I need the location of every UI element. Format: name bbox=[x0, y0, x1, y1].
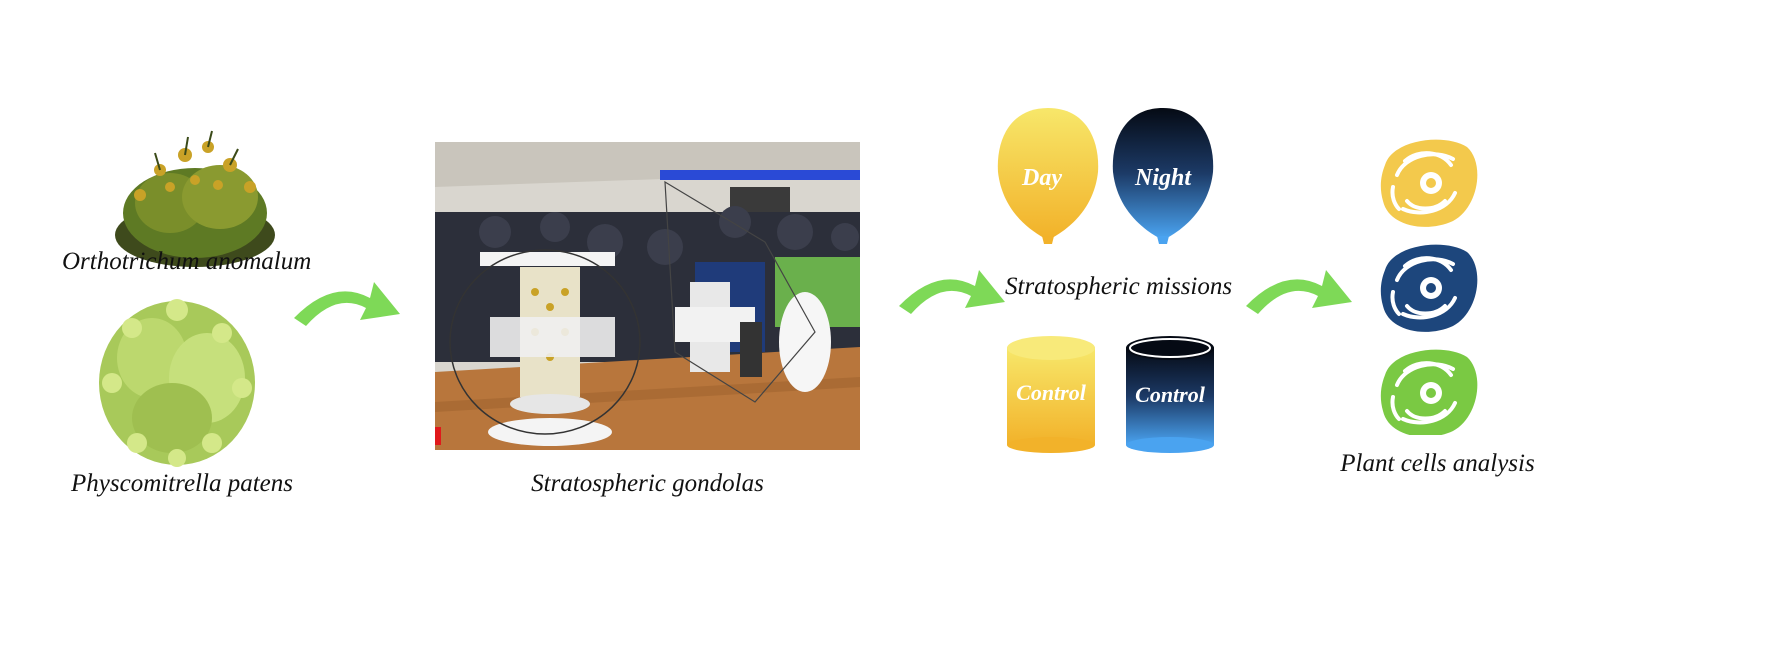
control-day-cylinder: Control bbox=[1007, 336, 1095, 453]
missions-caption: Stratospheric missions bbox=[1005, 273, 1230, 301]
control-night-label: Control bbox=[1135, 382, 1206, 407]
night-balloon: Night bbox=[1113, 108, 1213, 244]
plant-cells-graphic bbox=[1375, 130, 1485, 435]
flow-arrow-3 bbox=[1240, 258, 1360, 318]
day-balloon-label: Day bbox=[1021, 165, 1062, 191]
day-balloon: Day bbox=[998, 108, 1098, 244]
physcomitrella-moss-image bbox=[92, 288, 262, 473]
control-night-cylinder: Control bbox=[1126, 336, 1214, 453]
gondola-photo bbox=[435, 142, 860, 450]
species-label-orthotrichum: Orthotrichum anomalum bbox=[62, 248, 302, 276]
night-balloon-label: Night bbox=[1134, 165, 1192, 191]
species-label-physcomitrella: Physcomitrella patens bbox=[62, 470, 302, 498]
control-day-label: Control bbox=[1016, 380, 1087, 405]
plant-cell-green-icon bbox=[1381, 350, 1478, 435]
flow-arrow-1 bbox=[288, 270, 408, 330]
plant-cell-blue-icon bbox=[1381, 245, 1478, 332]
gondola-caption: Stratospheric gondolas bbox=[500, 470, 795, 498]
plant-cell-yellow-icon bbox=[1381, 140, 1478, 227]
analysis-caption: Plant cells analysis bbox=[1335, 450, 1540, 478]
